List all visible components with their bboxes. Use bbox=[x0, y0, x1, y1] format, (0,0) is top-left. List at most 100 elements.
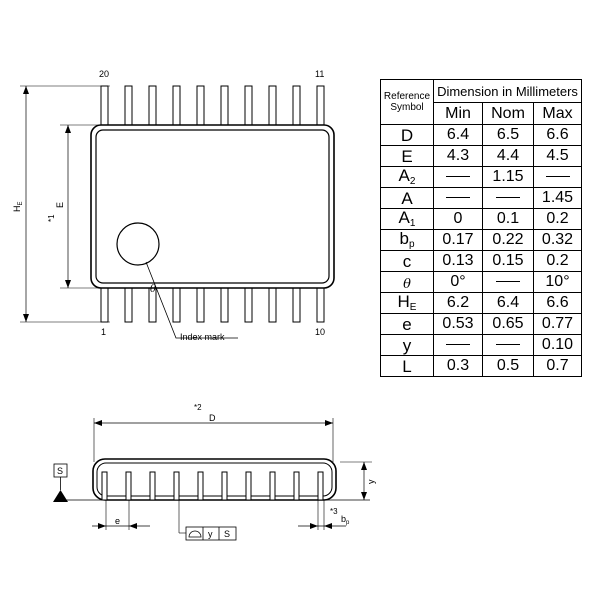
cell-value bbox=[446, 176, 470, 178]
cell-value: 6.6 bbox=[546, 294, 569, 311]
side-lead bbox=[245, 471, 252, 501]
cell-value bbox=[446, 197, 470, 199]
cell-value: 4.5 bbox=[546, 147, 569, 164]
side-lead bbox=[125, 471, 132, 501]
cell-max: 0.2 bbox=[533, 208, 582, 230]
cell-nom: 0.65 bbox=[482, 313, 534, 335]
cell-nom: 0.1 bbox=[482, 208, 534, 230]
table-row: y 0.10 bbox=[380, 334, 582, 356]
index-mark-leader bbox=[145, 261, 238, 339]
symbol-text: c bbox=[402, 251, 412, 271]
cell-max: 1.45 bbox=[533, 187, 582, 209]
he-label: H bbox=[12, 206, 22, 213]
side-lead bbox=[221, 471, 228, 501]
symbol-text: D bbox=[400, 125, 414, 145]
feature-control-frame: y S bbox=[178, 500, 237, 541]
cell-nom: 6.4 bbox=[482, 292, 534, 314]
cell-value: 6.2 bbox=[446, 294, 470, 311]
cell-value: 0.13 bbox=[442, 252, 474, 269]
cell-value: 0.5 bbox=[496, 357, 520, 374]
cell-min: 0.53 bbox=[433, 313, 483, 335]
side-lead bbox=[197, 471, 204, 501]
symbol-text: H bbox=[397, 292, 410, 311]
cell-value: 0.3 bbox=[446, 357, 470, 374]
top-pin bbox=[244, 85, 253, 129]
top-pin bbox=[220, 85, 229, 129]
symbol-text: y bbox=[402, 335, 412, 355]
svg-text:HE: HE bbox=[12, 201, 24, 212]
row-symbol: D bbox=[380, 124, 434, 146]
note-1-label: *1 bbox=[47, 214, 56, 222]
cell-value: 6.6 bbox=[546, 126, 569, 143]
cell-min: 4.3 bbox=[433, 145, 483, 167]
index-mark-dot bbox=[116, 222, 160, 266]
cell-max: 0.77 bbox=[533, 313, 582, 335]
cell-value: 0° bbox=[450, 273, 466, 290]
side-body-inner bbox=[96, 462, 333, 497]
row-symbol: L bbox=[380, 355, 434, 377]
bottom-pin bbox=[316, 284, 325, 323]
pin-label-10: 10 bbox=[315, 327, 325, 337]
bottom-pin bbox=[244, 284, 253, 323]
symbol-text: b bbox=[399, 229, 409, 248]
bottom-pin bbox=[172, 284, 181, 323]
datum-s: S bbox=[53, 463, 68, 502]
cell-nom: 4.4 bbox=[482, 145, 534, 167]
d-label: D bbox=[209, 413, 216, 423]
cell-value: 0.65 bbox=[492, 315, 524, 332]
cell-min: 0.13 bbox=[433, 250, 483, 272]
pin-label-20: 20 bbox=[99, 69, 109, 79]
cell-value: 6.4 bbox=[446, 126, 470, 143]
row-symbol: A bbox=[380, 187, 434, 209]
symbol-text: A bbox=[398, 208, 410, 227]
bottom-pin-row bbox=[100, 284, 325, 323]
profile-symbol-icon bbox=[188, 530, 202, 538]
cell-value: 0.10 bbox=[541, 336, 574, 353]
cell-value: 0.17 bbox=[442, 231, 474, 248]
cell-min: 0° bbox=[433, 271, 483, 293]
cell-value: 4.3 bbox=[446, 147, 470, 164]
cell-value: 0 bbox=[453, 210, 463, 227]
cell-value: 6.5 bbox=[496, 126, 520, 143]
bottom-pin bbox=[220, 284, 229, 323]
top-pin bbox=[292, 85, 301, 129]
y-label: y bbox=[366, 479, 376, 484]
row-symbol: e bbox=[380, 313, 434, 335]
cell-max: 6.6 bbox=[533, 124, 582, 146]
table-row: L 0.3 0.5 0.7 bbox=[380, 355, 582, 377]
he-sub: E bbox=[18, 201, 24, 205]
bottom-pin bbox=[100, 284, 109, 323]
dimension-header: Dimension in Millimeters bbox=[433, 79, 582, 103]
top-pin bbox=[100, 85, 109, 129]
fcf-s-label: S bbox=[224, 529, 230, 539]
row-symbol: θ bbox=[380, 271, 434, 293]
cell-value bbox=[496, 197, 520, 199]
column-header-max: Max bbox=[533, 102, 582, 125]
cell-value: 0.15 bbox=[492, 252, 524, 269]
side-lead bbox=[293, 471, 300, 501]
symbol-text: A bbox=[398, 166, 410, 185]
package-body-inner bbox=[95, 129, 330, 284]
symbol-text: A bbox=[401, 188, 413, 208]
cell-min bbox=[433, 166, 483, 188]
pin-label-1: 1 bbox=[101, 327, 106, 337]
fcf-y-label: y bbox=[208, 529, 213, 539]
cell-value: 0.2 bbox=[546, 252, 569, 269]
symbol-subscript: E bbox=[409, 302, 417, 313]
cell-value: 0.2 bbox=[546, 210, 569, 227]
cell-max: 4.5 bbox=[533, 145, 582, 167]
cell-max: 6.6 bbox=[533, 292, 582, 314]
cell-value: 1.45 bbox=[541, 189, 574, 206]
e-label: E bbox=[55, 202, 65, 208]
e-pitch-label: e bbox=[115, 516, 120, 526]
cell-min: 0 bbox=[433, 208, 483, 230]
row-symbol: bp bbox=[380, 229, 434, 251]
cell-value: 0.77 bbox=[541, 315, 574, 332]
top-pin bbox=[268, 85, 277, 129]
symbol-text: E bbox=[401, 146, 413, 166]
cell-max: 0.7 bbox=[533, 355, 582, 377]
note-3-label: *3 bbox=[330, 507, 338, 516]
